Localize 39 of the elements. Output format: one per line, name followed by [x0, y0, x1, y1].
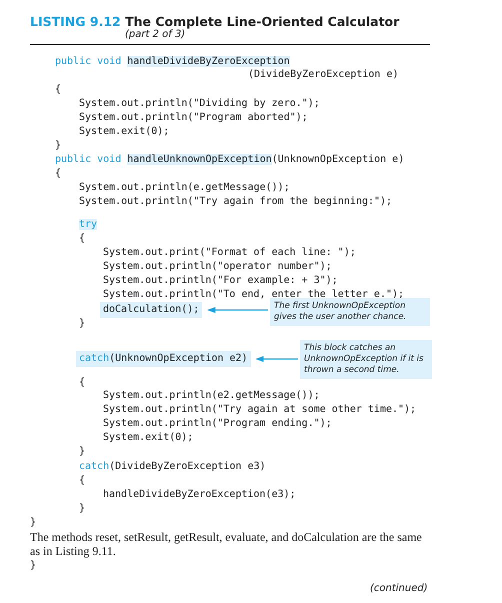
code-line: System.out.println("Program aborted"); — [79, 112, 308, 124]
code-line: System.exit(0); — [103, 432, 194, 444]
code-line: } — [55, 140, 62, 152]
code-line: } — [79, 503, 86, 515]
code-line: System.out.print("Format of each line: "); — [103, 247, 356, 259]
arrow — [207, 307, 268, 313]
code-line: { — [55, 84, 62, 96]
code-line: System.out.println("Program ending."); — [103, 418, 332, 430]
code-line: } — [79, 446, 86, 458]
arrow — [256, 356, 298, 362]
code-line: { — [79, 233, 86, 245]
body-text: The methods reset, setResult, getResult, evaluate, and doCalculation are the same as in Listing 9.11. — [30, 530, 423, 558]
code-line: System.out.println("To end, enter the letter e."); — [103, 289, 404, 301]
code-line: System.out.println(e2.getMessage()); — [103, 390, 320, 402]
code-line: public void handleDivideByZeroException — [55, 56, 290, 68]
highlighted-code: catch(UnknownOpException e2) — [76, 351, 251, 367]
listing-subtitle: (part 2 of 3) — [125, 29, 186, 40]
code-line: } — [30, 517, 36, 529]
callout-note: The first UnknownOpException gives the user another chance. — [270, 298, 430, 326]
code-line: } — [79, 318, 86, 330]
highlighted-code: doCalculation(); — [100, 302, 202, 318]
code-line: } — [30, 560, 36, 572]
continued-note: (continued) — [370, 583, 428, 594]
code-line: public void handleUnknownOpException(UnknownOpException e) — [55, 154, 404, 166]
code-line: handleDivideByZeroException(e3); — [103, 489, 296, 501]
code-line: System.out.println("operator number"); — [103, 261, 332, 273]
code-line: System.out.println("Try again at some other time."); — [103, 404, 416, 416]
callout-note: This block catches an UnknownOpException if it is thrown a second time. — [300, 340, 432, 379]
listing-title: LISTING 9.12 The Complete Line-Oriented Calculator — [30, 14, 400, 29]
code-line: { — [55, 168, 62, 180]
code-line: System.out.println("Try again from the beginning:"); — [79, 196, 392, 208]
code-line: System.exit(0); — [79, 126, 170, 138]
code-line: catch(DivideByZeroException e3) — [79, 461, 266, 473]
code-line: { — [79, 475, 86, 487]
code-line: System.out.println("Dividing by zero."); — [79, 98, 320, 110]
code-line: { — [79, 377, 86, 389]
code-line: System.out.println(e.getMessage()); — [79, 182, 290, 194]
code-line: (DivideByZeroException e) — [248, 69, 399, 81]
code-line: System.out.println("For example: + 3"); — [103, 275, 338, 287]
